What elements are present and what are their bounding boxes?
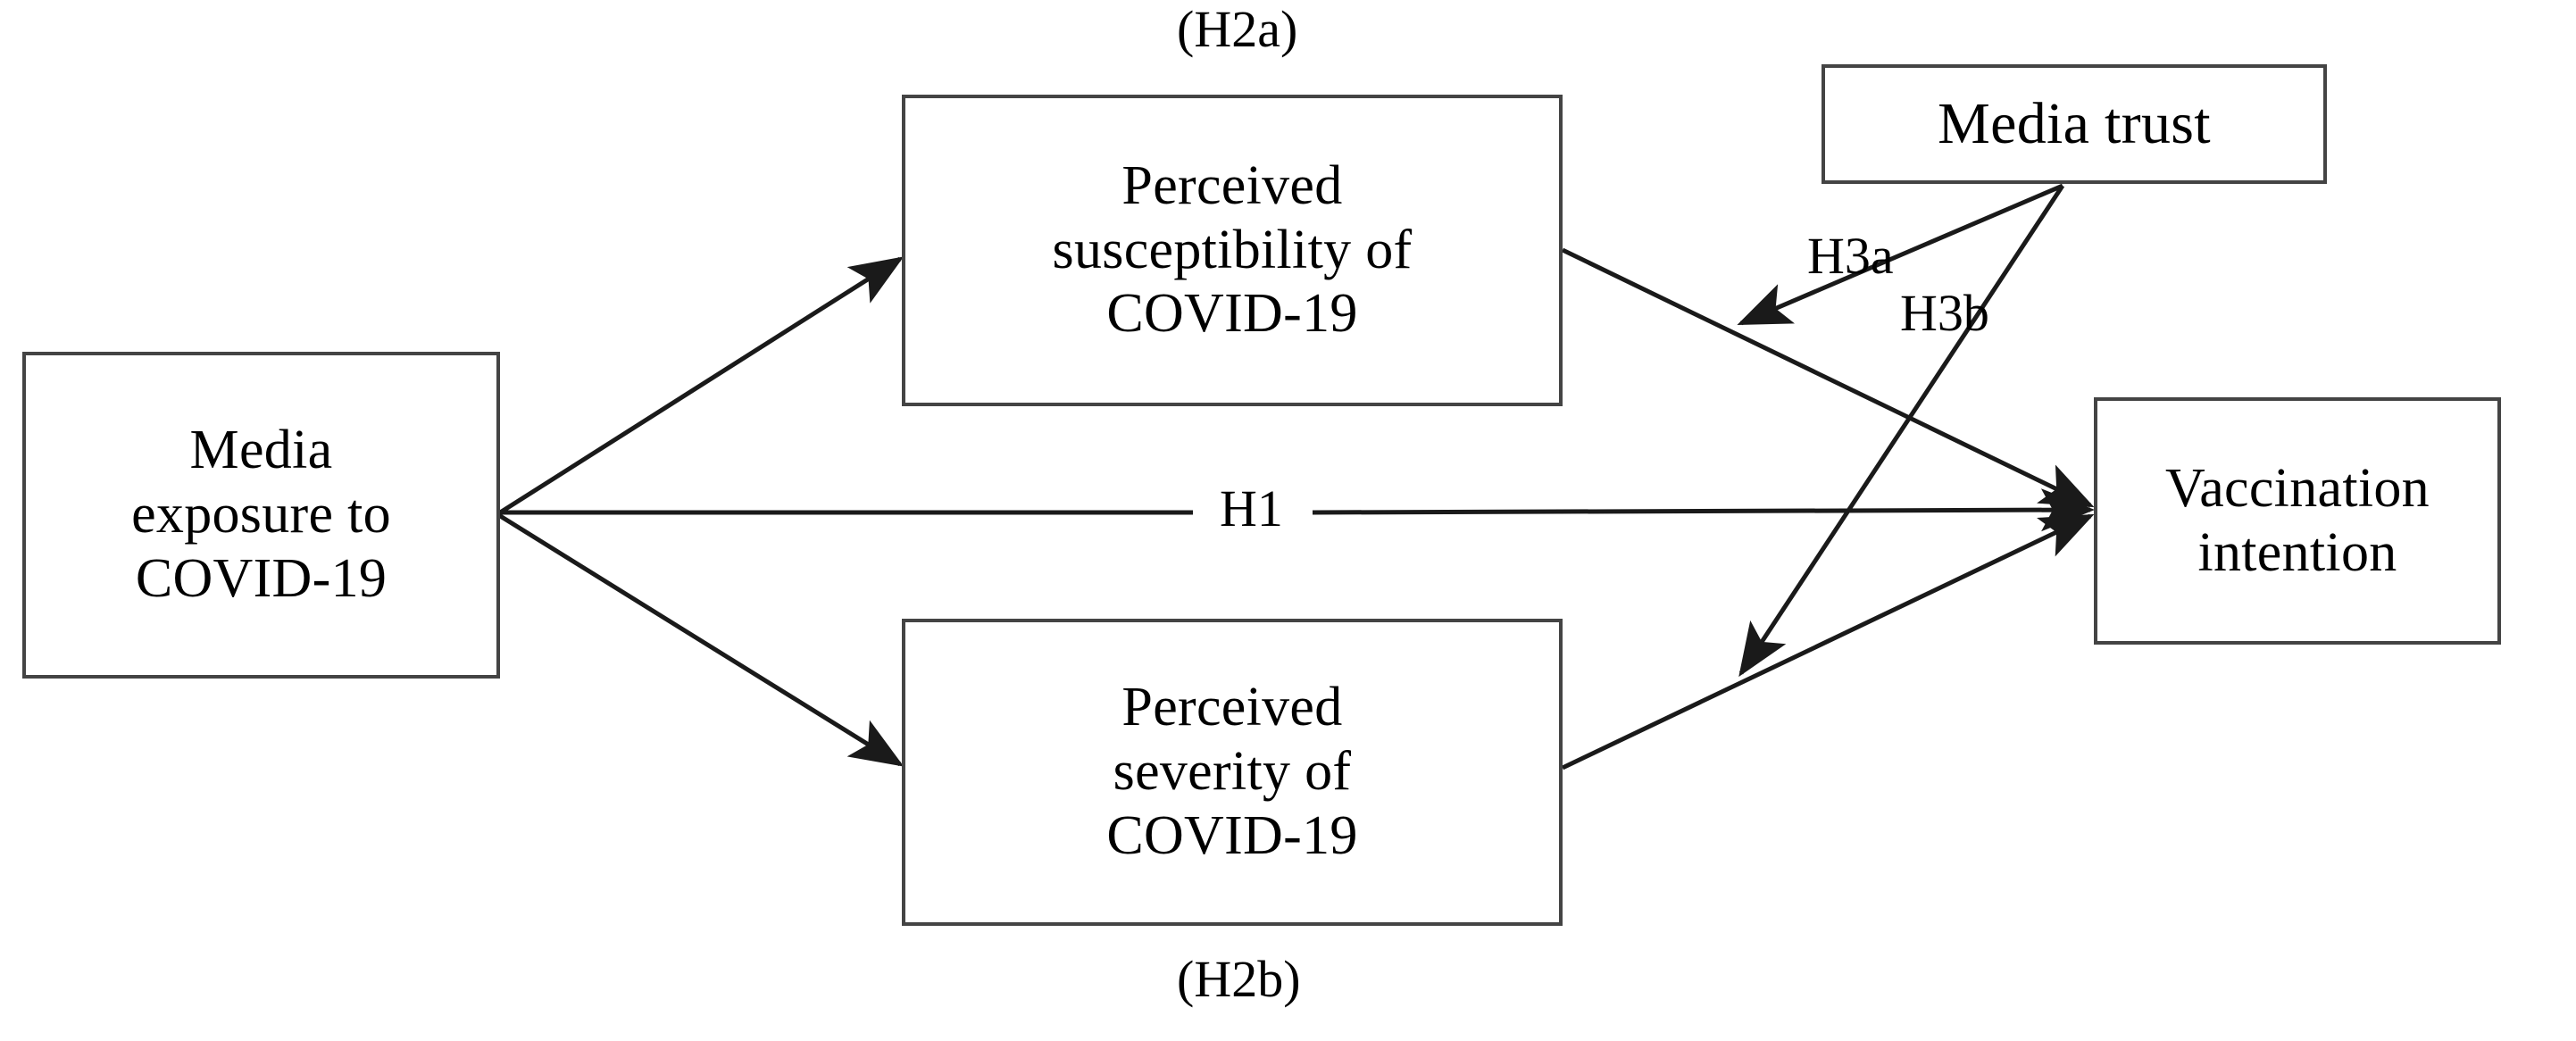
- edge-exposure-to-susceptibility: [496, 256, 905, 517]
- node-vaccination-intention[interactable]: Vaccination intention: [2094, 397, 2501, 645]
- edge-label-h3b: H3b: [1900, 284, 1989, 342]
- edge-label-h1: H1: [1207, 483, 1296, 535]
- edge-label-h2b: (H2b): [1177, 950, 1301, 1008]
- edge-susceptibility-to-vaccination: [1561, 247, 2095, 508]
- edge-exposure-to-vaccination-right: [1312, 488, 2095, 532]
- node-perceived-susceptibility-label: Perceived susceptibility of COVID-19: [1052, 154, 1413, 345]
- edge-media-trust-h3b: [1738, 184, 2065, 678]
- node-perceived-severity-label: Perceived severity of COVID-19: [1106, 677, 1358, 866]
- node-media-trust[interactable]: Media trust: [1822, 64, 2327, 184]
- node-perceived-susceptibility[interactable]: Perceived susceptibility of COVID-19: [902, 95, 1563, 406]
- node-media-exposure-label: Media exposure to COVID-19: [131, 420, 391, 609]
- node-media-trust-label: Media trust: [1938, 90, 2211, 156]
- edge-severity-to-vaccination: [1561, 513, 2095, 770]
- node-perceived-severity[interactable]: Perceived severity of COVID-19: [902, 619, 1563, 926]
- node-vaccination-intention-label: Vaccination intention: [2165, 457, 2430, 583]
- node-media-exposure-to-covid19[interactable]: Media exposure to COVID-19: [22, 352, 500, 679]
- edge-label-h3a: H3a: [1807, 227, 1894, 285]
- edge-label-h2a: (H2a): [1177, 0, 1298, 58]
- edge-exposure-to-severity: [496, 512, 905, 767]
